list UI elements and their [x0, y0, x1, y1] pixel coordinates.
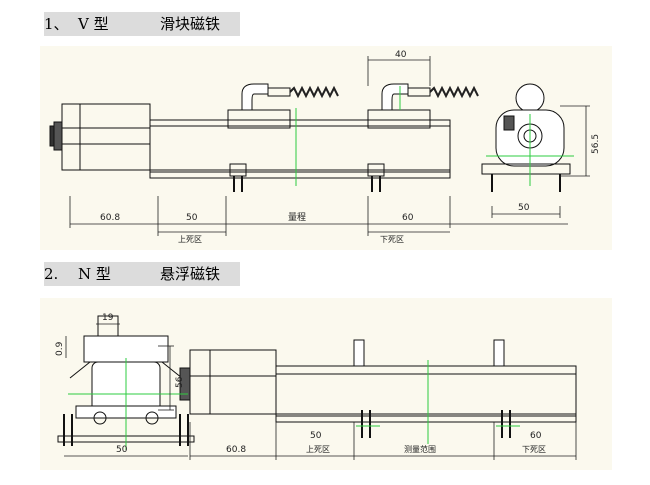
- drawing-n-type: 19 0.9 56 50 60.8 50 上死区 测量范围 60 下死区: [40, 298, 612, 470]
- slider-magnet-1: [227, 109, 291, 129]
- n-label-lower: 下死区: [522, 445, 546, 454]
- n-dim-range: 测量范围: [404, 444, 436, 454]
- label-upper-dead-zone: 上死区: [178, 235, 202, 244]
- side-view-cap: [515, 83, 545, 113]
- floating-magnet-2: [493, 339, 505, 367]
- n-side-top: [83, 335, 169, 363]
- connector-icon: [53, 121, 63, 151]
- dim-side-width: 50: [518, 203, 530, 213]
- n-dim-upper: 50: [310, 431, 322, 441]
- section-2-type: N 型: [78, 265, 111, 283]
- section-1-number: 1、: [44, 15, 69, 33]
- section-1-heading: 1、 V 型 滑块磁铁: [44, 12, 240, 36]
- section-2-name: 悬浮磁铁: [160, 265, 221, 283]
- side-view-base: [481, 163, 571, 175]
- floating-magnet-1: [353, 339, 365, 367]
- section-2-number: 2.: [44, 265, 59, 283]
- section-1-type: V 型: [78, 15, 109, 33]
- n-sensor-head-body: [189, 349, 277, 415]
- dim-range: 量程: [288, 212, 306, 223]
- dim-lower: 60: [402, 213, 414, 223]
- dim-upper: 50: [186, 213, 198, 223]
- sensor-head-body: [61, 103, 151, 171]
- n-dim-small: 0.9: [55, 341, 65, 356]
- drawing-v-type-svg: 40 60.8 50 量程 60 上死区 下死区 50 56.5: [49, 50, 601, 244]
- dim-body: 60.8: [100, 213, 120, 223]
- drawing-v-type: 40 60.8 50 量程 60 上死区 下死区 50 56.5: [40, 46, 612, 250]
- n-label-upper: 上死区: [306, 445, 330, 454]
- section-1-name: 滑块磁铁: [160, 15, 221, 33]
- dim-side-height: 56.5: [591, 134, 601, 154]
- label-lower-dead-zone: 下死区: [380, 235, 404, 244]
- n-dim-lower: 60: [530, 431, 542, 441]
- n-rod-body: [275, 365, 577, 417]
- section-2-heading: 2. N 型 悬浮磁铁: [44, 262, 240, 286]
- n-dim-height: 56: [175, 376, 185, 388]
- n-dim-width: 50: [116, 445, 128, 455]
- drawing-n-type-svg: 19 0.9 56 50 60.8 50 上死区 测量范围 60 下死区: [55, 313, 577, 460]
- dim-top: 40: [395, 50, 407, 60]
- n-dim-body: 60.8: [226, 445, 246, 455]
- slider-magnet-2: [367, 109, 431, 129]
- n-dim-top: 19: [102, 313, 114, 323]
- rod-body: [149, 119, 451, 173]
